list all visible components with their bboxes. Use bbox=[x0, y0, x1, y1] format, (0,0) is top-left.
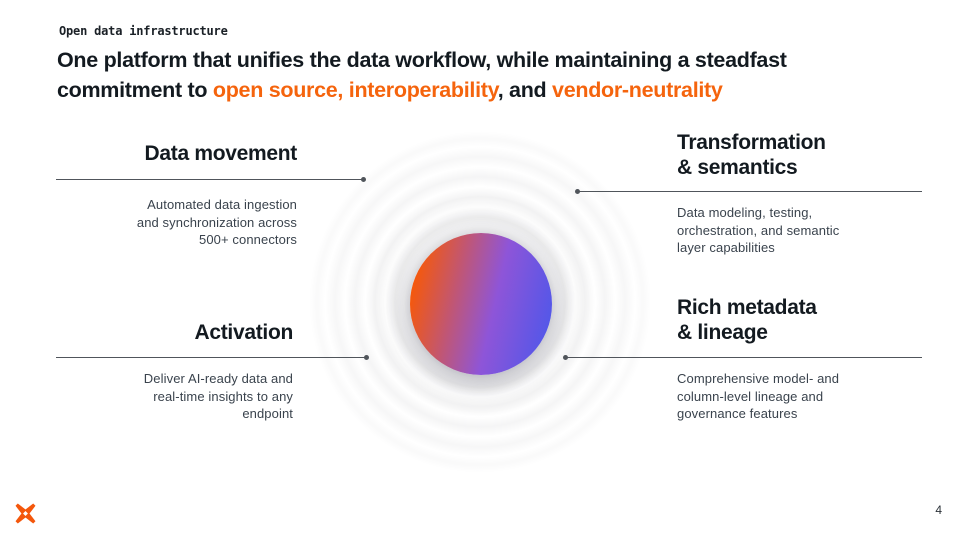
body-line: Automated data ingestion bbox=[147, 197, 297, 212]
connector-dot bbox=[364, 355, 369, 360]
gradient-sphere bbox=[410, 233, 552, 375]
section-title-data-movement: Data movement bbox=[56, 141, 298, 166]
connector-dot bbox=[563, 355, 568, 360]
body-line: endpoint bbox=[242, 406, 293, 421]
connector-line-transformation bbox=[575, 189, 922, 194]
page-number: 4 bbox=[935, 503, 942, 517]
connector-line-data-movement bbox=[56, 177, 366, 182]
section-body-transformation-semantics: Data modeling, testing, orchestration, a… bbox=[677, 204, 922, 257]
body-line: Comprehensive model- and bbox=[677, 371, 840, 386]
section-title-rich-metadata-lineage: Rich metadata & lineage bbox=[677, 295, 937, 345]
section-title-line: Activation bbox=[194, 321, 293, 344]
body-line: layer capabilities bbox=[677, 240, 775, 255]
body-line: Deliver AI-ready data and bbox=[143, 371, 293, 386]
title-text-part: , and bbox=[497, 78, 553, 102]
body-line: Data modeling, testing, bbox=[677, 205, 813, 220]
eyebrow-label: Open data infrastructure bbox=[59, 24, 228, 38]
section-body-rich-metadata-lineage: Comprehensive model- and column-level li… bbox=[677, 370, 922, 423]
slide-title-line1: One platform that unifies the data workf… bbox=[57, 48, 787, 72]
connector-line-rich-metadata bbox=[563, 355, 922, 360]
body-line: governance features bbox=[677, 406, 798, 421]
section-title-transformation-semantics: Transformation & semantics bbox=[677, 130, 937, 180]
title-text-part: commitment to bbox=[57, 78, 213, 102]
section-title-activation: Activation bbox=[56, 320, 293, 345]
body-line: 500+ connectors bbox=[199, 232, 297, 247]
section-body-data-movement: Automated data ingestion and synchroniza… bbox=[56, 196, 297, 249]
title-accent-interoperability: interoperability bbox=[348, 78, 498, 102]
body-line: and synchronization across bbox=[136, 214, 297, 230]
section-title-line: Rich metadata bbox=[677, 296, 817, 319]
connector-dot bbox=[361, 177, 366, 182]
section-title-line: & semantics bbox=[677, 156, 798, 179]
body-line: real-time insights to any bbox=[153, 388, 293, 404]
title-accent-vendor-neutrality: vendor-neutrality bbox=[552, 78, 723, 102]
section-title-line: Data movement bbox=[144, 142, 298, 165]
section-title-line: Transformation bbox=[677, 131, 826, 154]
connector-line-activation bbox=[56, 355, 369, 360]
brand-pinwheel-x-icon bbox=[15, 503, 36, 524]
connector-dot bbox=[575, 189, 580, 194]
section-body-activation: Deliver AI-ready data and real-time insi… bbox=[56, 370, 293, 423]
body-line: column-level lineage and bbox=[677, 388, 824, 404]
section-title-line: & lineage bbox=[677, 321, 768, 344]
slide-title-line2: commitment to open source, interoperabil… bbox=[57, 75, 937, 105]
title-accent-open-source: open source, bbox=[212, 78, 344, 102]
slide-title: One platform that unifies the data workf… bbox=[57, 45, 937, 105]
body-line: orchestration, and semantic bbox=[677, 222, 840, 238]
